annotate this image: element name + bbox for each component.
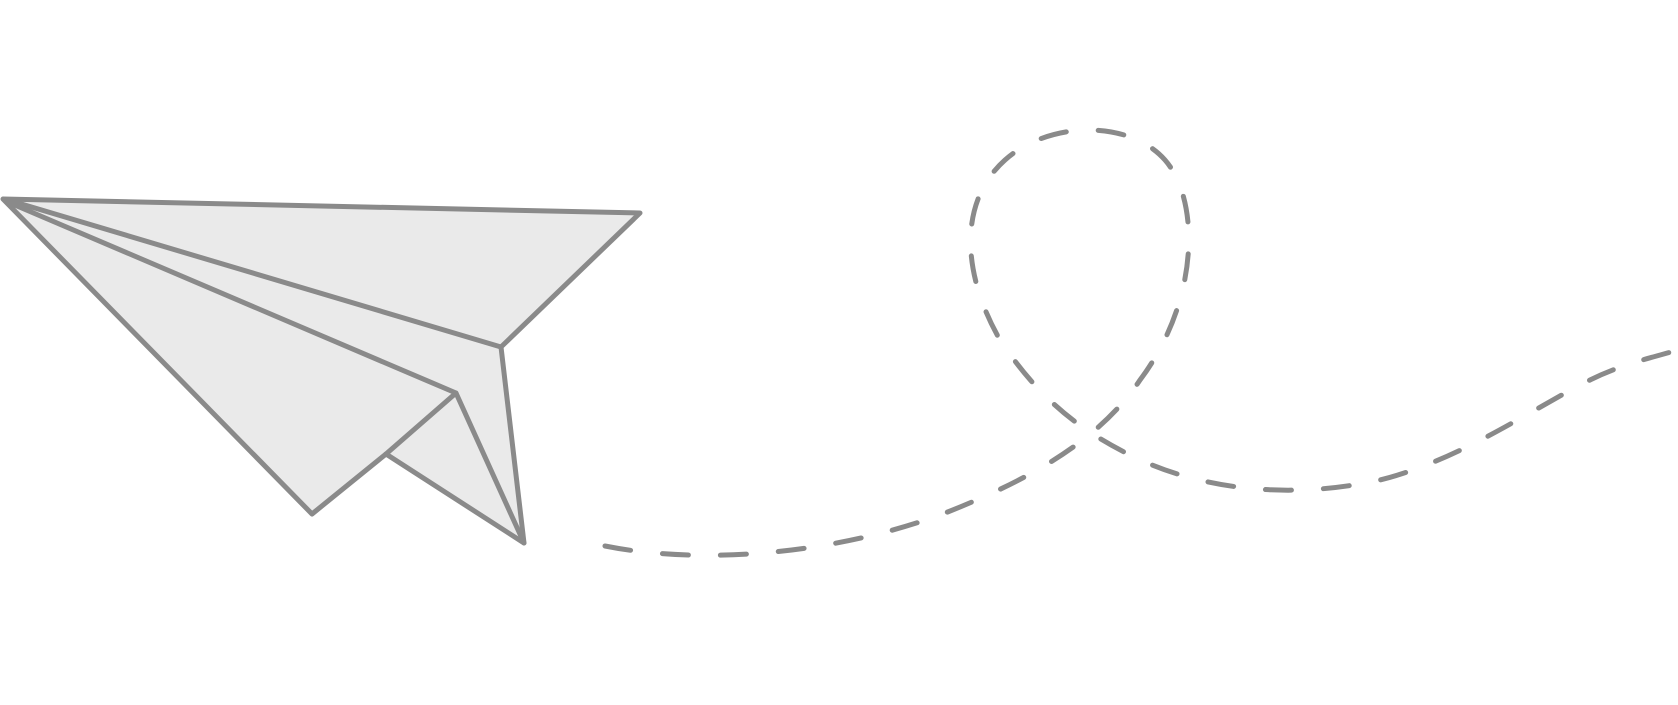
plane-upper-fold [5, 197, 504, 350]
flight-trail-dashed [602, 127, 1678, 558]
paper-plane-icon [0, 196, 643, 546]
plane-body-fill [3, 199, 640, 543]
plane-inner-fold [383, 390, 459, 457]
